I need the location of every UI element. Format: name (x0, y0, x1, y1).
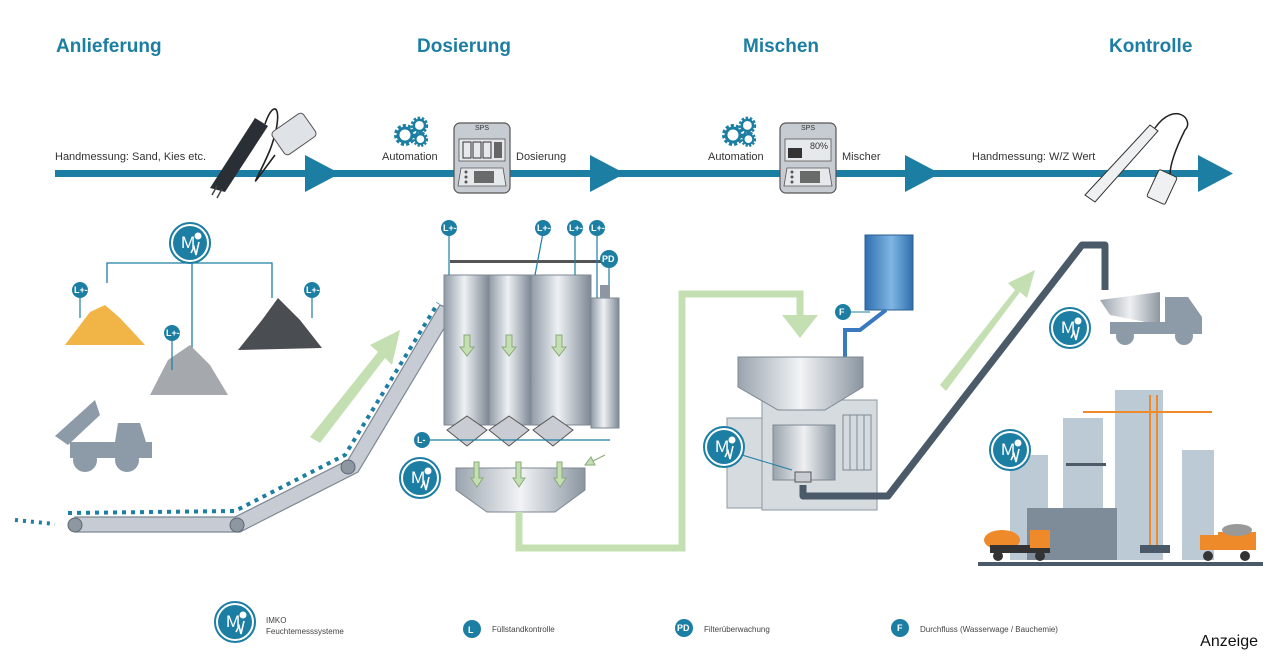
flow-label-hand-sand: Handmessung: Sand, Kies etc. (55, 151, 207, 163)
svg-text:L+-: L+- (306, 285, 320, 295)
legend-label-level: Füllstandkontrolle (492, 625, 555, 634)
level-badge-gravel (304, 282, 320, 298)
legend-filter-icon (675, 619, 693, 637)
hand-probe-icon (210, 108, 317, 199)
legend-label-filter: Filterüberwachung (704, 625, 770, 634)
level-badge-cement (164, 325, 180, 341)
water-tank-icon (864, 234, 914, 311)
gears-icon-2 (722, 116, 757, 147)
mixer-truck-icon (1100, 292, 1202, 345)
legend-label-moisture: IMKO Feuchtemesssysteme (266, 615, 344, 637)
flow-badge (835, 304, 851, 320)
svg-text:F: F (839, 307, 845, 317)
cement-pile-icon (150, 345, 228, 395)
svg-text:L+-: L+- (443, 223, 457, 233)
moisture-sensor-badge-5 (989, 429, 1031, 471)
gravel-pile-icon (238, 298, 322, 350)
svg-text:PD: PD (602, 254, 615, 264)
level-badge-silo-4 (589, 220, 605, 236)
construction-site-icon (978, 390, 1263, 566)
flow-arrow-2 (590, 155, 625, 192)
stage-title-anlieferung: Anlieferung (56, 36, 162, 57)
flow-arrow-mixer (782, 315, 818, 338)
svg-text:F: F (897, 623, 903, 633)
concrete-pipe (799, 241, 1109, 500)
level-badge-sand (72, 282, 88, 298)
svg-text:PD: PD (677, 623, 690, 633)
svg-text:L: L (468, 625, 474, 635)
legend-label-flow: Durchfluss (Wasserwage / Bauchemie) (920, 625, 1058, 634)
stage-title-kontrolle: Kontrolle (1109, 36, 1193, 57)
svg-text:L+-: L+- (74, 285, 88, 295)
advertisement-label: Anzeige (1200, 633, 1258, 650)
moisture-sensor-badge-3 (703, 426, 745, 468)
flow-label-hand-wz: Handmessung: W/Z Wert (972, 151, 1096, 163)
stage-title-mischen: Mischen (743, 36, 820, 57)
filter-badge (600, 250, 618, 268)
gears-icon-1 (394, 116, 429, 147)
legend-label-moisture-line2: Feuchtemesssysteme (266, 627, 344, 636)
svg-text:L+-: L+- (569, 223, 583, 233)
flow-label-dosing: Dosierung (516, 151, 567, 163)
svg-text:L+-: L+- (537, 223, 551, 233)
legend-moisture-icon (214, 601, 256, 643)
flow-arrow-4 (1198, 155, 1233, 192)
dosing-silos: L+- L+- L+- L+- PD L- (399, 220, 620, 513)
flow-label-automation-1: Automation (382, 151, 438, 163)
level-badge-silo-2 (535, 220, 551, 236)
process-flow-line (55, 155, 1233, 192)
level-badge-silo-1 (441, 220, 457, 236)
flow-arrow-conveyor (310, 330, 400, 443)
moisture-sensor-badge-2 (399, 457, 441, 499)
svg-text:L+-: L+- (591, 223, 605, 233)
wz-probe-icon (1084, 113, 1189, 205)
level-min-badge (414, 432, 430, 448)
svg-text:L-: L- (417, 435, 426, 445)
svg-text:L+-: L+- (166, 328, 180, 338)
flow-arrow-truck (940, 270, 1035, 391)
legend-flow-icon (891, 619, 909, 637)
flow-label-mixer: Mischer (842, 151, 881, 163)
legend: L PD F (214, 601, 909, 643)
sps-display-value: 80% (810, 141, 829, 151)
dump-truck-orange-icon (1200, 524, 1256, 561)
mixer-unit: F (703, 234, 914, 511)
sps-label-1: SPS (475, 125, 490, 132)
cement-mixer-truck-icon (984, 530, 1050, 561)
flow-arrow-3 (905, 155, 940, 192)
flow-pipe-green (515, 290, 804, 552)
level-badge-silo-3 (567, 220, 583, 236)
sps-controller-2 (779, 122, 837, 194)
moisture-sensor-badge-1 (169, 222, 211, 264)
legend-label-moisture-line1: IMKO (266, 616, 287, 625)
moisture-sensor-badge-4 (1049, 307, 1091, 349)
dump-truck-icon (55, 400, 152, 472)
sps-label-2: SPS (801, 125, 816, 132)
raw-material-section: L+- L+- L+- (55, 222, 322, 472)
flow-arrow-1 (305, 155, 340, 192)
flow-bar (55, 170, 1205, 177)
sps-controller-1 (453, 122, 511, 194)
legend-level-icon (463, 620, 481, 638)
stage-title-dosierung: Dosierung (417, 36, 511, 57)
sand-pile-icon (65, 305, 145, 345)
flow-label-automation-2: Automation (708, 151, 764, 163)
